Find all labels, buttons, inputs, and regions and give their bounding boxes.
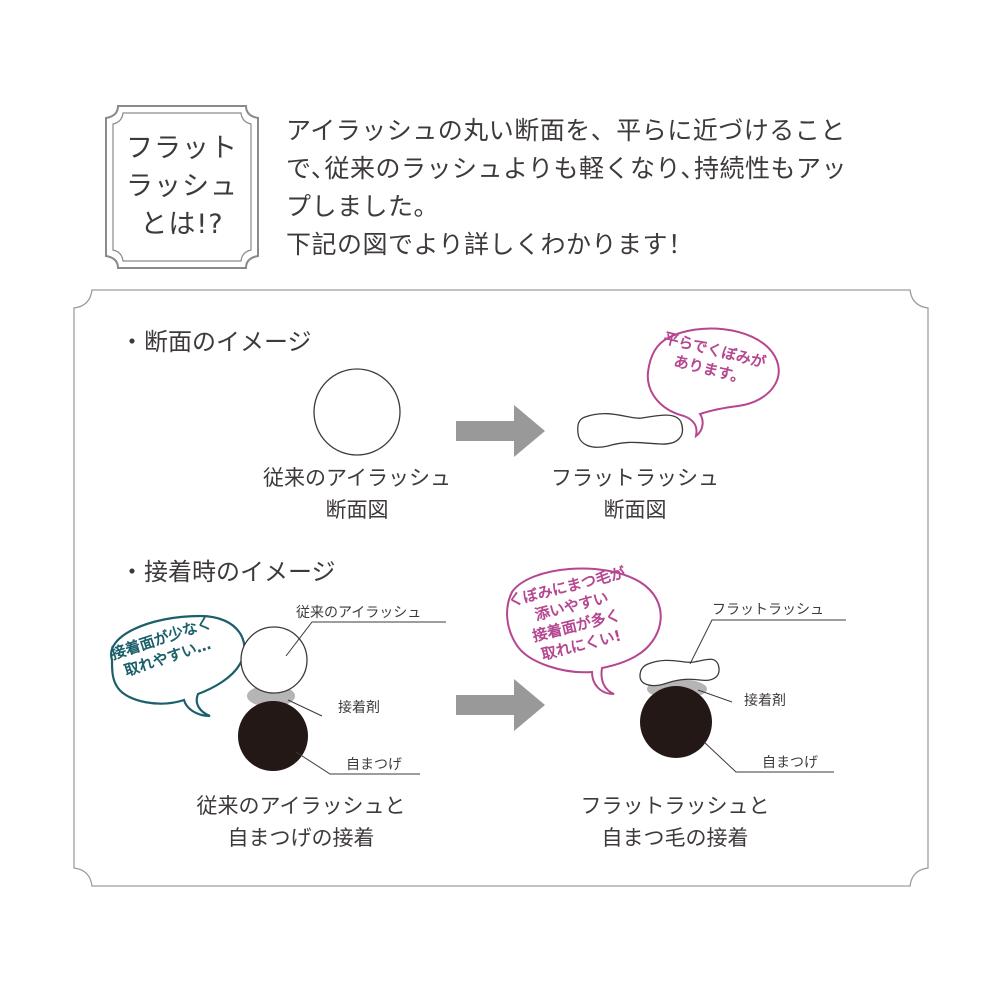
caption-line: 断面図 <box>603 498 667 522</box>
label-conventional-lash: 従来のアイラッシュ <box>296 605 422 621</box>
label-flat-lash: フラットラッシュ <box>712 602 824 618</box>
label-glue-left: 接着剤 <box>338 700 380 716</box>
speech-bubble-flat-bond <box>506 567 662 695</box>
intro-line: プしました。 <box>286 192 440 221</box>
intro-line: 下記の図でより詳しくわかります！ <box>286 230 694 259</box>
conventional-bond-caption: 従来のアイラッシュと 自まつげの接着 <box>176 790 426 854</box>
badge-line: とは!? <box>140 209 224 240</box>
caption-line: 自まつげの接着 <box>227 826 375 850</box>
flat-lash-section <box>577 412 684 448</box>
diagram-panel-frame <box>73 289 929 887</box>
speech-bubble-conventional <box>110 614 246 718</box>
badge-title: フラット ラッシュ とは!? <box>112 112 252 262</box>
flat-lash-right <box>639 658 720 687</box>
intro-line: アイラッシュの丸い断面を、平らに近づけること <box>286 116 846 145</box>
round-lash-left <box>240 626 308 694</box>
intro-line: で､従来のラッシュよりも軽くなり､持続性もアッ <box>286 154 848 183</box>
label-natural-lash-right: 自まつげ <box>762 755 818 771</box>
caption-line: フラットラッシュ <box>551 466 719 490</box>
arrow-icon <box>456 679 545 731</box>
arrow-icon <box>456 405 545 457</box>
speech-bubble-flat <box>646 327 780 439</box>
caption-line: フラットラッシュと <box>580 794 770 818</box>
leader-line <box>697 689 733 703</box>
badge-line: ラッシュ <box>126 171 238 202</box>
caption-line: 自まつ毛の接着 <box>601 826 749 850</box>
bonding-heading: ・接着時のイメージ <box>120 558 336 586</box>
round-lash-section <box>313 368 401 456</box>
cross-section-heading: ・断面のイメージ <box>120 328 312 356</box>
leader-line <box>287 699 323 717</box>
leader-line <box>295 751 420 775</box>
badge-line: フラット <box>126 133 238 164</box>
caption-line: 従来のアイラッシュ <box>263 466 451 490</box>
badge-frame <box>105 105 259 269</box>
label-natural-lash-left: 自まつげ <box>346 757 402 773</box>
intro-paragraph: アイラッシュの丸い断面を、平らに近づけること で､従来のラッシュよりも軽くなり､… <box>286 112 986 264</box>
label-glue-right: 接着剤 <box>744 693 786 709</box>
flat-bond-caption: フラットラッシュと 自まつ毛の接着 <box>560 790 790 854</box>
caption-line: 従来のアイラッシュと <box>196 794 406 818</box>
natural-lash-left <box>238 701 308 771</box>
natural-lash-right <box>640 686 712 758</box>
flat-section-caption: フラットラッシュ 断面図 <box>520 462 750 526</box>
leader-line <box>703 741 834 773</box>
leader-line <box>689 619 846 665</box>
leader-line <box>285 621 446 657</box>
round-section-caption: 従来のアイラッシュ 断面図 <box>232 462 482 526</box>
caption-line: 断面図 <box>325 498 389 522</box>
